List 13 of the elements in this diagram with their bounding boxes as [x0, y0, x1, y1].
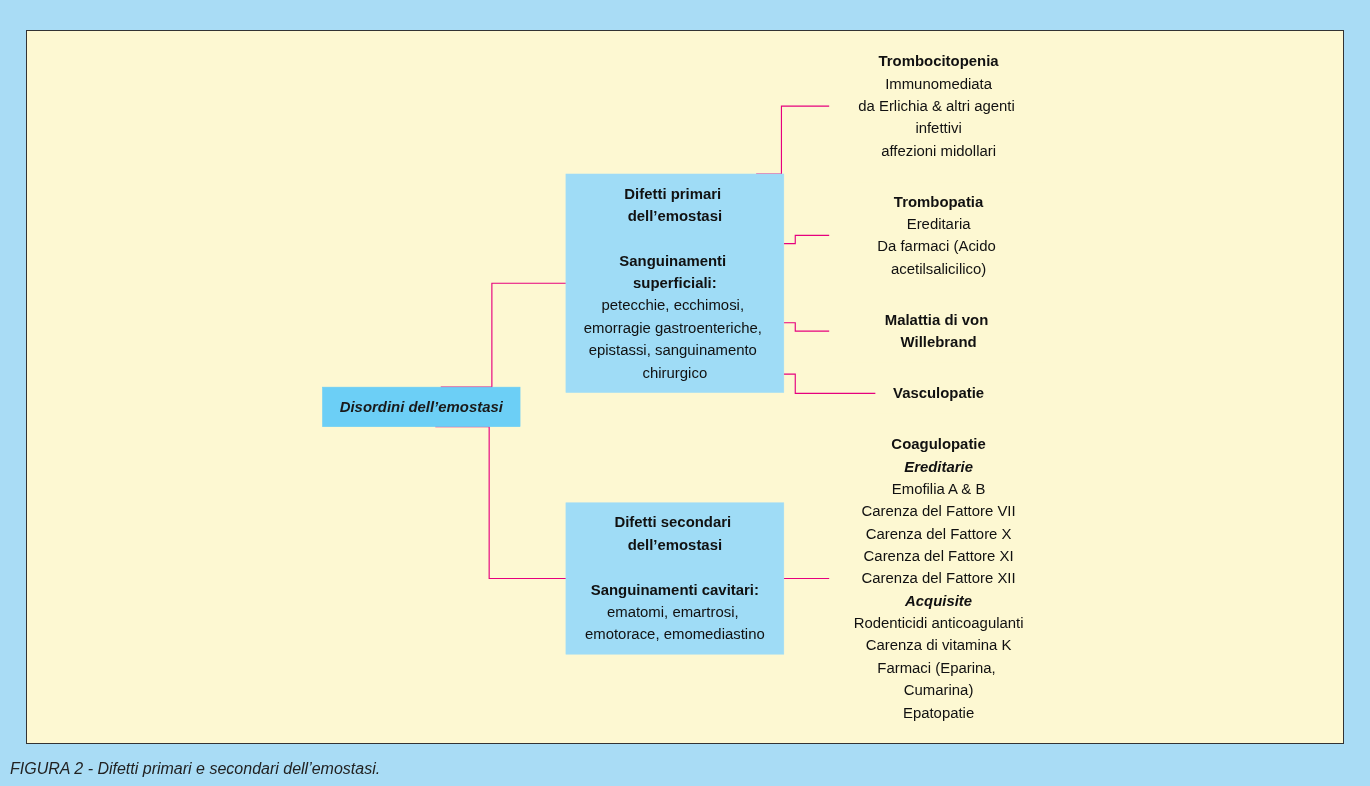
- node-box: Difetti primari dell’emostasi Sanguinamenti superficiali: petecchie, ecchimosi, emorragie gastroenteriche, epistassi, sanguinamento chirurgico: [565, 173, 785, 393]
- node-text: Malattia di von Willebrand: [884, 311, 989, 351]
- node-box: Disordini dell’emostasi: [322, 386, 521, 427]
- connector: [783, 577, 831, 580]
- connector: [783, 373, 877, 394]
- figure-caption: FIGURA 2 - Difetti primari e secondari dell’emostasi.: [10, 760, 381, 778]
- node-text: Vasculopatie: [893, 384, 985, 402]
- connector: [783, 322, 831, 332]
- node-text: Trombopatia Ereditaria Da farmaci (Acido acetilsalicilico): [877, 192, 996, 278]
- connector: [783, 234, 831, 245]
- node-text: Coagulopatie Ereditarie Emofilia A & B Carenza del Fattore VII Carenza del Fattore X Carenza del Fattore XI Carenza del Fattore XII Acquisite Rodenticidi anticoagulanti Carenza di vitamina K Farmaci (Eparina, Cumarina) Epatopatie: [853, 435, 1024, 721]
- node-box: Difetti secondari dell’emostasi Sanguinamenti cavitari: ematomi, emartrosi, emotorace, emomediastino: [565, 502, 785, 655]
- node-text: Trombocitopenia Immunomediata da Erlichia & altri agenti infettivi affezioni midollari: [858, 52, 1015, 160]
